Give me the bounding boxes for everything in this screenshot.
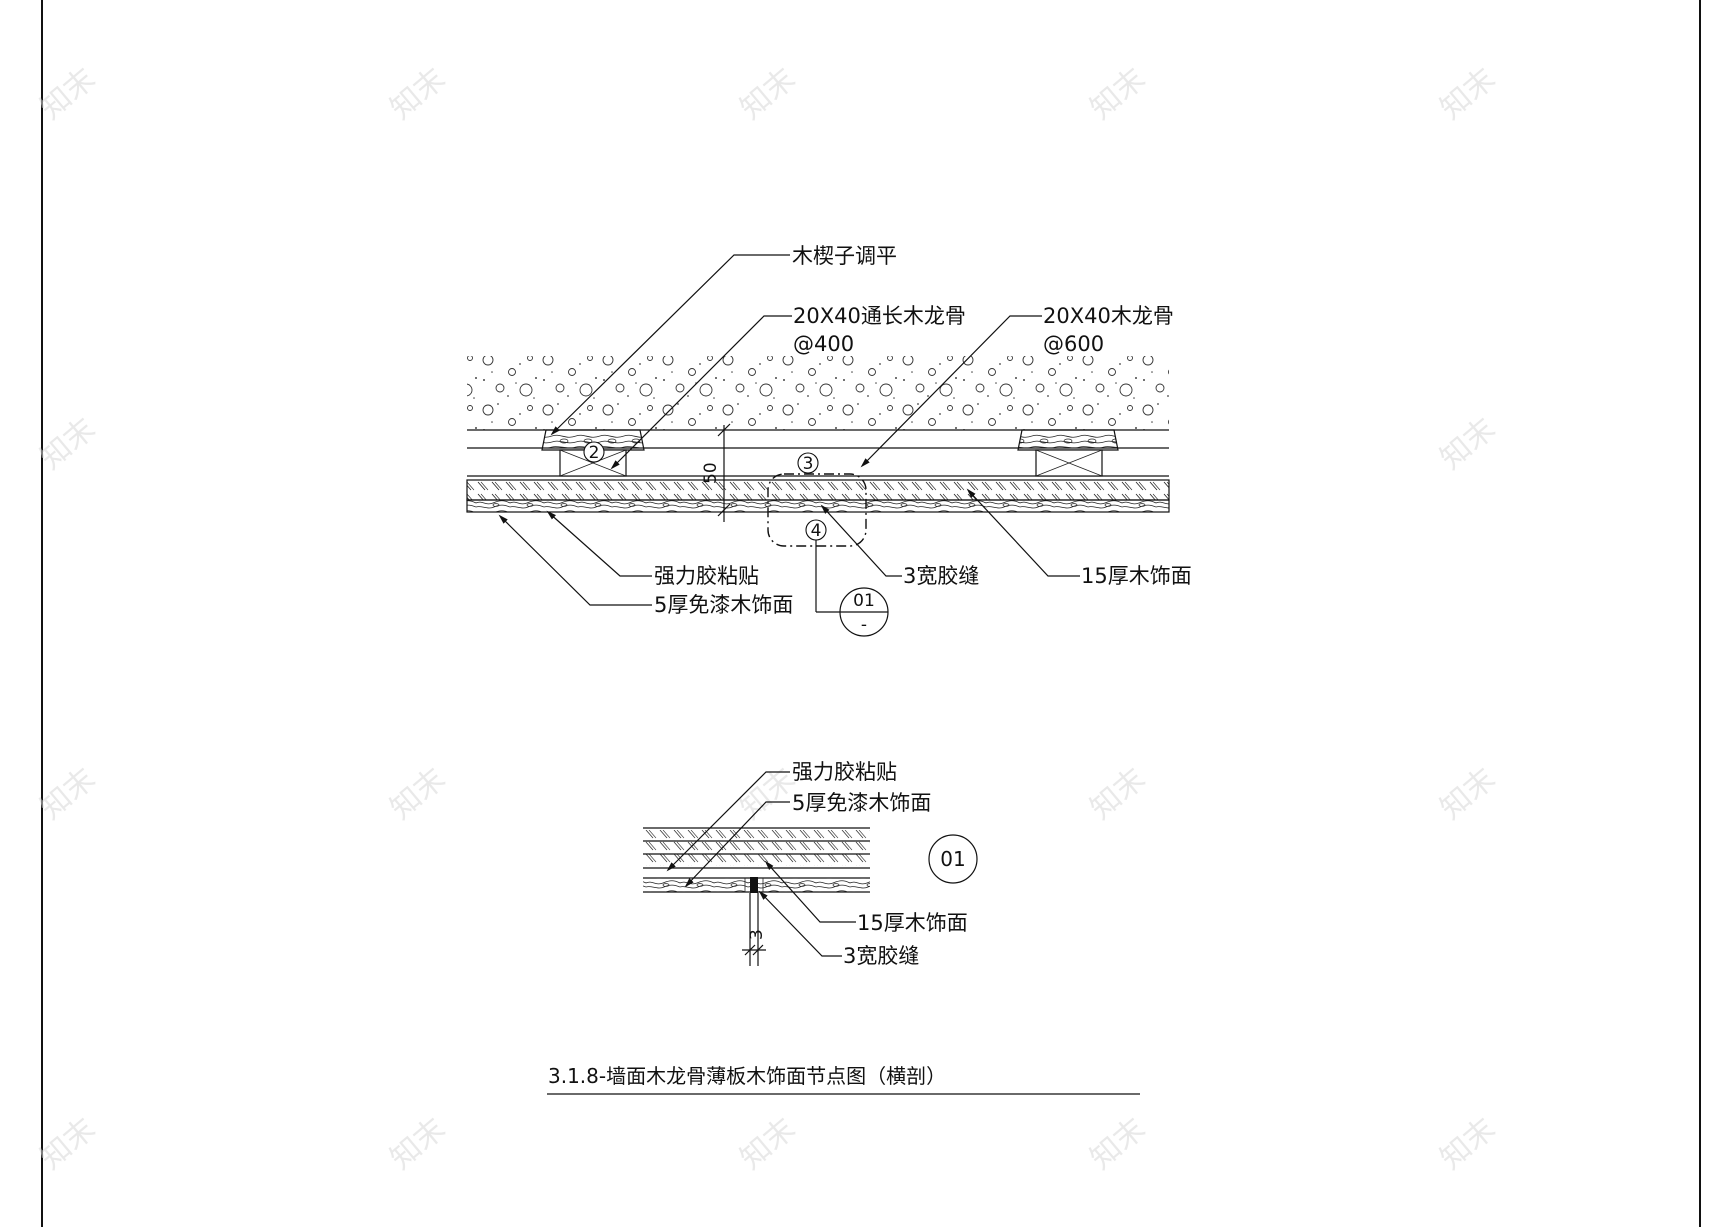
veneer-5mm	[466, 499, 1170, 513]
watermark: 知末	[384, 761, 452, 826]
label-adhesive: 强力胶粘贴	[654, 564, 759, 588]
leader-panel: 15厚木饰面	[966, 488, 1192, 588]
dimension-50-text: 50	[701, 462, 721, 484]
label-batten: 20X40木龙骨	[1043, 304, 1174, 328]
label-detail-panel: 15厚木饰面	[857, 911, 968, 935]
watermark: 知末	[1084, 761, 1152, 826]
leader-adhesive: 强力胶粘贴	[546, 510, 759, 588]
label-glue-joint: 3宽胶缝	[903, 564, 979, 588]
detail-ref-sheet: -	[861, 615, 867, 635]
callout-2: 2	[589, 443, 600, 463]
label-detail-veneer: 5厚免漆木饰面	[792, 791, 931, 815]
title-text: 3.1.8-墙面木龙骨薄板木饰面节点图（横剖）	[548, 1064, 946, 1088]
leader-detail-adhesive: 强力胶粘贴	[666, 760, 897, 872]
label-batten-long: 20X40通长木龙骨	[793, 304, 966, 328]
dimension-3: 3	[742, 893, 767, 966]
label-wedge: 木楔子调平	[792, 244, 897, 268]
dimension-50: 50	[701, 423, 731, 522]
leader-detail-glue: 3宽胶缝	[758, 890, 919, 968]
detail-ref-number: 01	[853, 591, 875, 611]
leader-batten: 20X40木龙骨 @600	[860, 304, 1174, 468]
callout-3: 3	[803, 454, 814, 474]
detail-tag: 01	[940, 847, 965, 871]
leader-veneer: 5厚免漆木饰面	[498, 514, 793, 617]
leader-detail-panel: 15厚木饰面	[764, 860, 968, 935]
watermark: 知末	[34, 411, 102, 476]
watermark: 知末	[1434, 761, 1502, 826]
detail-01-drawing: 3 01 强力胶粘贴 5厚免漆木饰面 15厚木饰面 3宽胶缝	[643, 760, 978, 968]
detail-boundary	[767, 473, 867, 547]
watermark: 知末	[1434, 411, 1502, 476]
watermark: 知末	[1084, 1111, 1152, 1176]
watermark-layer: 知末 知末 知末 知末 知末 知末 知末 知末 知末 知末 知末 知末 知末 知…	[34, 61, 1502, 1176]
concrete-wall	[467, 356, 1169, 430]
watermark: 知末	[734, 1111, 802, 1176]
leader-glue-joint: 3宽胶缝	[820, 504, 979, 588]
watermark: 知末	[34, 761, 102, 826]
detail-tag-circle	[928, 834, 978, 884]
detail-reference-bubble: 01 -	[815, 540, 889, 637]
watermark: 知末	[734, 61, 802, 126]
label-detail-adhesive: 强力胶粘贴	[792, 760, 897, 784]
dimension-3-text: 3	[747, 929, 767, 940]
wood-batten-right	[1035, 449, 1103, 477]
drawing-title: 3.1.8-墙面木龙骨薄板木饰面节点图（横剖）	[547, 1064, 1140, 1095]
label-detail-glue: 3宽胶缝	[843, 944, 919, 968]
label-batten-spacing: @600	[1043, 332, 1104, 356]
leader-batten-long: 20X40通长木龙骨 @400	[610, 304, 966, 470]
label-veneer: 5厚免漆木饰面	[654, 593, 793, 617]
panel-15mm	[466, 479, 1170, 501]
watermark: 知末	[34, 61, 102, 126]
callout-4: 4	[811, 521, 822, 541]
watermark: 知末	[1434, 61, 1502, 126]
watermark: 知末	[384, 1111, 452, 1176]
glue-joint	[750, 877, 758, 893]
watermark: 知末	[1434, 1111, 1502, 1176]
watermark: 知末	[1084, 61, 1152, 126]
label-batten-long-spacing: @400	[793, 332, 854, 356]
watermark: 知末	[34, 1111, 102, 1176]
wood-wedge-right	[1017, 429, 1119, 451]
label-panel: 15厚木饰面	[1081, 564, 1192, 588]
leader-detail-veneer: 5厚免漆木饰面	[684, 791, 931, 888]
section-drawing: 50 2 3 4 01 - 木楔子调平 20X40通长木龙骨 @400	[466, 244, 1192, 637]
watermark: 知末	[384, 61, 452, 126]
leader-wedge: 木楔子调平	[550, 244, 897, 436]
